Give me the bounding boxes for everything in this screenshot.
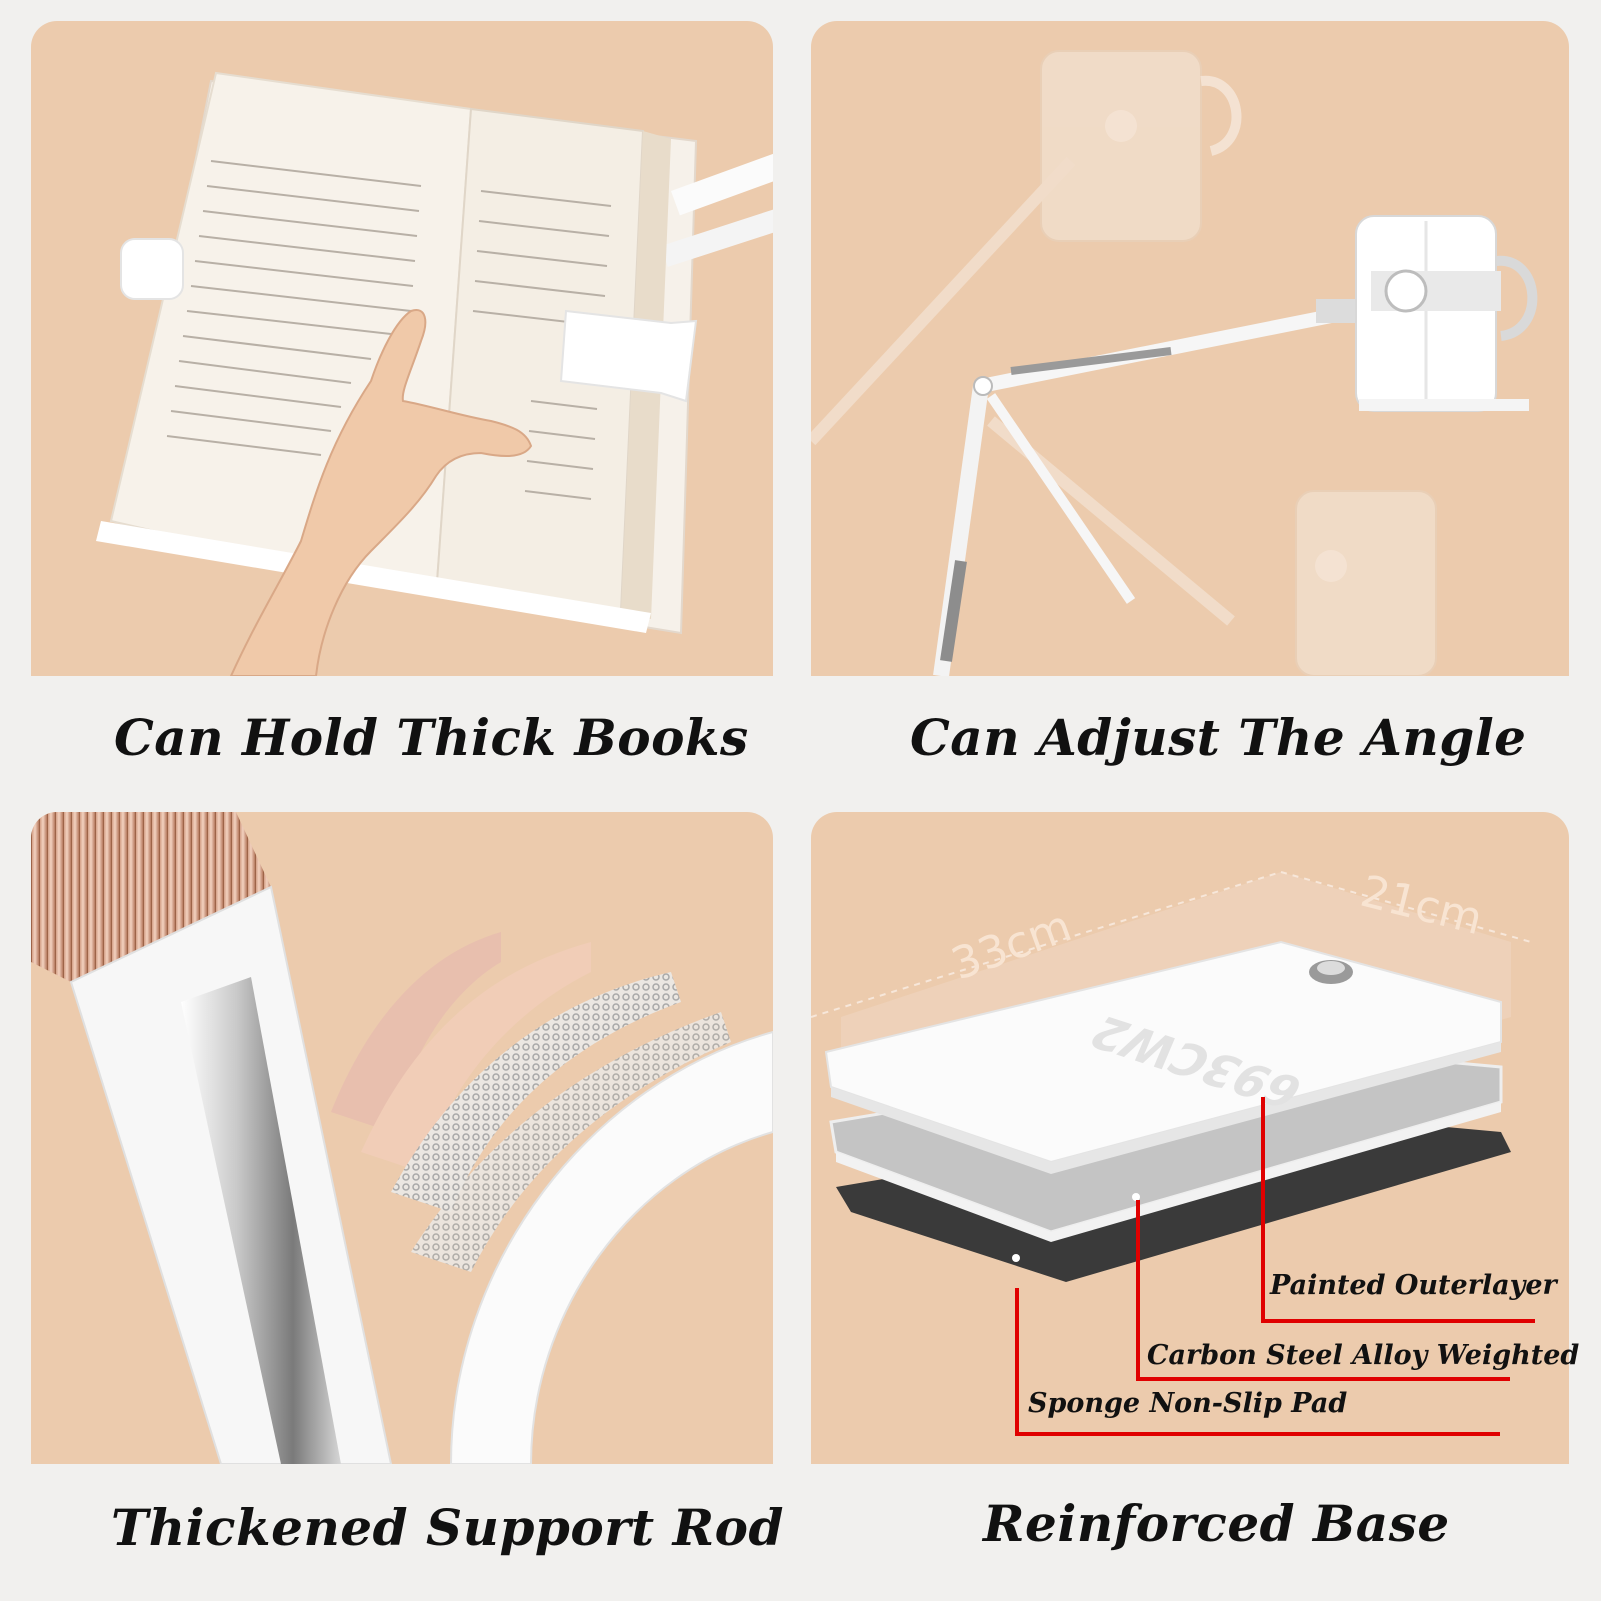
panel-adjust-angle: [811, 21, 1569, 676]
caption-adjust-angle: Can Adjust The Angle: [910, 708, 1527, 767]
caption-support-rod: Thickened Support Rod: [111, 1498, 784, 1557]
support-rod-illustration: [31, 812, 773, 1464]
caption-thick-books: Can Hold Thick Books: [114, 708, 749, 767]
leader-sponge-horizontal: [1015, 1432, 1500, 1436]
base-layers-illustration: [811, 871, 1532, 1282]
label-carbon-steel: Carbon Steel Alloy Weighted: [1147, 1340, 1580, 1371]
leader-painted-vertical: [1261, 1097, 1265, 1321]
panel-support-rod: [31, 812, 773, 1464]
label-sponge-pad: Sponge Non-Slip Pad: [1028, 1388, 1348, 1419]
leader-painted-horizontal: [1261, 1319, 1535, 1323]
book-holder-illustration: [96, 71, 773, 676]
leader-sponge-vertical: [1015, 1288, 1019, 1436]
leader-carbon-horizontal: [1136, 1377, 1510, 1381]
caption-reinforced-base: Reinforced Base: [983, 1494, 1450, 1553]
adjustable-arm-illustration: [811, 50, 1538, 676]
panel-thick-books: [31, 21, 773, 676]
label-painted-outerlayer: Painted Outerlayer: [1270, 1270, 1557, 1301]
leader-carbon-vertical: [1136, 1200, 1140, 1380]
panel-reinforced-base: [811, 812, 1569, 1464]
